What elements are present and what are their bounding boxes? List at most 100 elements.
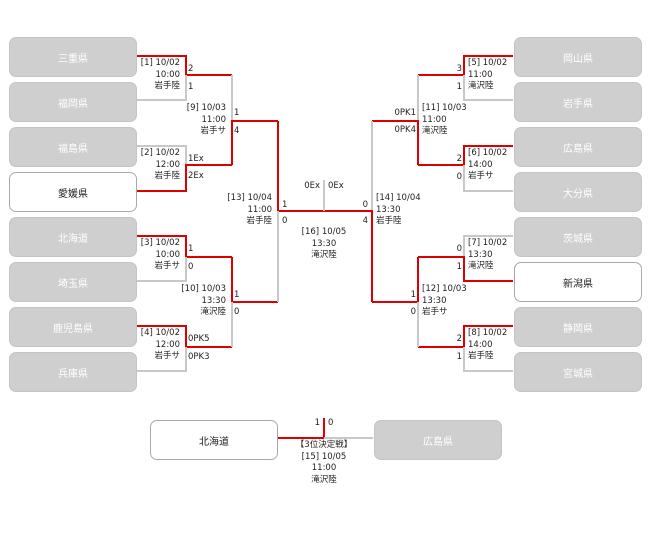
score-m13-bottom: 0 — [282, 216, 288, 226]
team-right-7[interactable]: 静岡県 — [514, 307, 642, 347]
match-info-m2: [2] 10/02 12:00 岩手陸 — [124, 148, 180, 183]
line-m13-top — [277, 121, 324, 212]
team-third-right[interactable]: 広島県 — [374, 420, 502, 460]
match-venue: 滝沢陸 — [200, 307, 226, 317]
match-venue: 岩手サ — [422, 307, 448, 317]
team-right-6[interactable]: 新潟県 — [514, 262, 642, 302]
match-time: 13:30 — [468, 249, 493, 260]
match-id: [8] 10/02 — [468, 328, 508, 338]
team-third-left[interactable]: 北海道 — [150, 420, 278, 460]
match-info-m16: [16] 10/05 13:30 滝沢陸 — [292, 227, 356, 262]
match-time: 12:00 — [155, 159, 181, 170]
match-info-m10: [10] 10/03 13:30 滝沢陸 — [170, 284, 226, 319]
score-m12-top: 1 — [410, 290, 416, 300]
team-left-7[interactable]: 鹿児島県 — [9, 307, 137, 347]
line-m1-bottom — [137, 75, 187, 101]
team-right-1[interactable]: 岡山県 — [514, 37, 642, 77]
match-id: [7] 10/02 — [468, 238, 508, 248]
match-time: 13:30 — [201, 295, 227, 306]
team-left-2[interactable]: 福岡県 — [9, 82, 137, 122]
match-venue: 滝沢陸 — [468, 261, 494, 271]
score-m2-bottom: 2Ex — [188, 171, 204, 181]
score-third-right: 0 — [328, 418, 334, 428]
match-time: 12:00 — [155, 339, 181, 350]
score-m8-top: 2 — [456, 334, 462, 344]
team-left-1[interactable]: 三重県 — [9, 37, 137, 77]
match-id: [14] 10/04 — [376, 193, 421, 203]
match-id: [10] 10/03 — [181, 284, 226, 294]
score-third-left: 1 — [314, 418, 320, 428]
match-info-m5: [5] 10/02 11:00 滝沢陸 — [468, 58, 507, 93]
match-info-m1: [1] 10/02 10:00 岩手陸 — [124, 58, 180, 93]
score-m1-top: 2 — [188, 64, 194, 74]
line-m6-bottom — [463, 165, 513, 192]
match-time: 11:00 — [468, 69, 493, 80]
line-m8-bottom — [463, 347, 513, 372]
match-time: 11:00 — [247, 204, 273, 215]
score-m14-bottom: 4 — [362, 216, 368, 226]
match-id: [12] 10/03 — [422, 284, 467, 294]
match-id: [4] 10/02 — [140, 328, 180, 338]
team-left-5[interactable]: 北海道 — [9, 217, 137, 257]
match-info-m12: [12] 10/03 13:30 岩手サ — [422, 284, 467, 319]
team-right-2[interactable]: 岩手県 — [514, 82, 642, 122]
match-info-m15: 【3位決定戦】 [15] 10/05 11:00 滝沢陸 — [284, 440, 364, 486]
score-m4-bottom: 0PK3 — [188, 352, 210, 362]
match-venue: 岩手サ — [154, 261, 180, 271]
score-m9-bottom: 4 — [234, 126, 240, 136]
line-m6-top — [418, 145, 513, 166]
score-m1-bottom: 1 — [188, 82, 194, 92]
score-m9-top: 1 — [234, 108, 240, 118]
score-m6-top: 2 — [456, 154, 462, 164]
match-venue: 岩手陸 — [154, 81, 180, 91]
match-time: 14:00 — [468, 159, 493, 170]
team-left-3[interactable]: 福島県 — [9, 127, 137, 167]
team-left-6[interactable]: 埼玉県 — [9, 262, 137, 302]
match-id: [5] 10/02 — [468, 58, 508, 68]
match-venue: 岩手陸 — [246, 216, 272, 226]
match-venue: 岩手陸 — [468, 351, 494, 361]
team-right-8[interactable]: 宮城県 — [514, 352, 642, 392]
line-m7-bottom — [418, 256, 513, 282]
match-info-m8: [8] 10/02 14:00 岩手陸 — [468, 328, 507, 363]
match-venue: 岩手陸 — [154, 171, 180, 181]
team-left-4[interactable]: 愛媛県 — [9, 172, 137, 212]
team-right-3[interactable]: 広島県 — [514, 127, 642, 167]
match-id: [3] 10/02 — [140, 238, 180, 248]
team-left-8[interactable]: 兵庫県 — [9, 352, 137, 392]
match-id: [2] 10/02 — [140, 148, 180, 158]
match-time: 11:00 — [311, 463, 337, 473]
team-right-4[interactable]: 大分県 — [514, 172, 642, 212]
match-info-m11: [11] 10/03 11:00 滝沢陸 — [422, 103, 467, 138]
score-m10-top: 1 — [234, 290, 240, 300]
match-id: [9] 10/03 — [186, 103, 226, 113]
line-m3-bottom — [137, 257, 187, 282]
score-m4-top: 0PK5 — [188, 334, 210, 344]
match-venue: 滝沢陸 — [311, 474, 337, 485]
score-m2-top: 1Ex — [188, 154, 204, 164]
match-id: [1] 10/02 — [140, 58, 180, 68]
match-time: 11:00 — [422, 114, 447, 125]
match-id: [13] 10/04 — [227, 193, 272, 203]
score-m11-bottom: 0PK4 — [394, 125, 416, 135]
line-m1-top — [137, 55, 232, 76]
match-time: 13:30 — [376, 204, 401, 215]
score-m5-top: 3 — [456, 64, 462, 74]
match-info-m4: [4] 10/02 12:00 岩手サ — [124, 328, 180, 363]
score-m3-top: 1 — [188, 244, 194, 254]
score-m3-bottom: 0 — [188, 262, 194, 272]
match-id: [6] 10/02 — [468, 148, 508, 158]
match-time: 10:00 — [155, 69, 181, 80]
score-m11-top: 0PK1 — [394, 108, 416, 118]
match-info-m9: [9] 10/03 11:00 岩手サ — [170, 103, 226, 138]
match-venue: 滝沢陸 — [468, 81, 494, 91]
match-time: 11:00 — [201, 114, 227, 125]
score-m5-bottom: 1 — [456, 82, 462, 92]
line-m8-top — [418, 325, 513, 348]
line-m14-bottom — [324, 210, 373, 302]
match-info-m3: [3] 10/02 10:00 岩手サ — [124, 238, 180, 273]
score-m6-bottom: 0 — [456, 172, 462, 182]
score-m10-bottom: 0 — [234, 307, 240, 317]
team-right-5[interactable]: 茨城県 — [514, 217, 642, 257]
